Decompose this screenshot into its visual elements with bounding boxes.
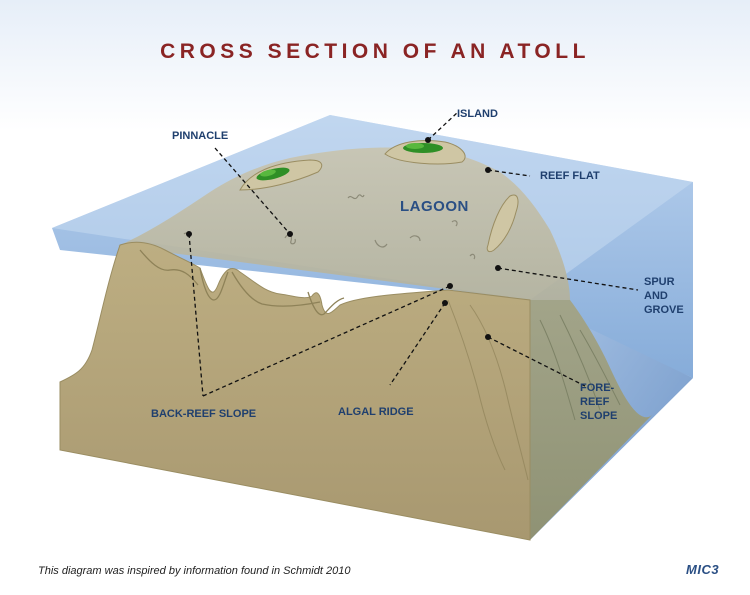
label-island: ISLAND <box>457 108 498 120</box>
reef-cross-section <box>59 241 531 541</box>
label-pinnacle: PINNACLE <box>172 130 229 142</box>
reef-contour-line <box>447 299 506 471</box>
label-fore-reef-slope: FORE-REEF SLOPE <box>580 382 618 422</box>
pinnacle-vegetation <box>260 169 276 177</box>
reef-contour-line <box>139 249 199 286</box>
spur-groove-line <box>559 314 601 411</box>
leader-reef-flat <box>487 169 531 177</box>
island-vegetation <box>406 143 424 149</box>
leader-algal-ridge <box>389 302 446 386</box>
leader-lines <box>188 111 639 397</box>
reef-top-surface <box>118 147 570 300</box>
spur-groove-line <box>539 319 576 421</box>
label-spur-and-grove: SPUR AND GROVE <box>644 276 684 316</box>
label-lagoon: LAGOON <box>400 198 469 215</box>
label-back-reef-slope: BACK-REEF SLOPE <box>151 408 257 420</box>
label-reef-flat: REEF FLAT <box>540 170 600 182</box>
reef-contour-line <box>199 267 229 301</box>
reef-contour-line <box>307 291 345 316</box>
mic3-logo: MIC3 <box>686 562 720 577</box>
reef-contour-line <box>469 304 529 481</box>
leader-back-reef-2 <box>202 285 451 397</box>
reef-contour-line <box>231 271 321 307</box>
reef-flat-right-islet <box>486 194 519 253</box>
leader-pinnacle <box>214 147 291 235</box>
label-dots <box>186 137 501 340</box>
label-algal-ridge: ALGAL RIDGE <box>338 406 414 418</box>
leader-back-reef-1 <box>188 233 204 397</box>
footer-credit: This diagram was inspired by information… <box>38 565 351 577</box>
spur-groove-line <box>579 329 621 406</box>
leader-spur-grove <box>497 267 639 291</box>
page-title: CROSS SECTION OF AN ATOLL <box>160 40 590 63</box>
